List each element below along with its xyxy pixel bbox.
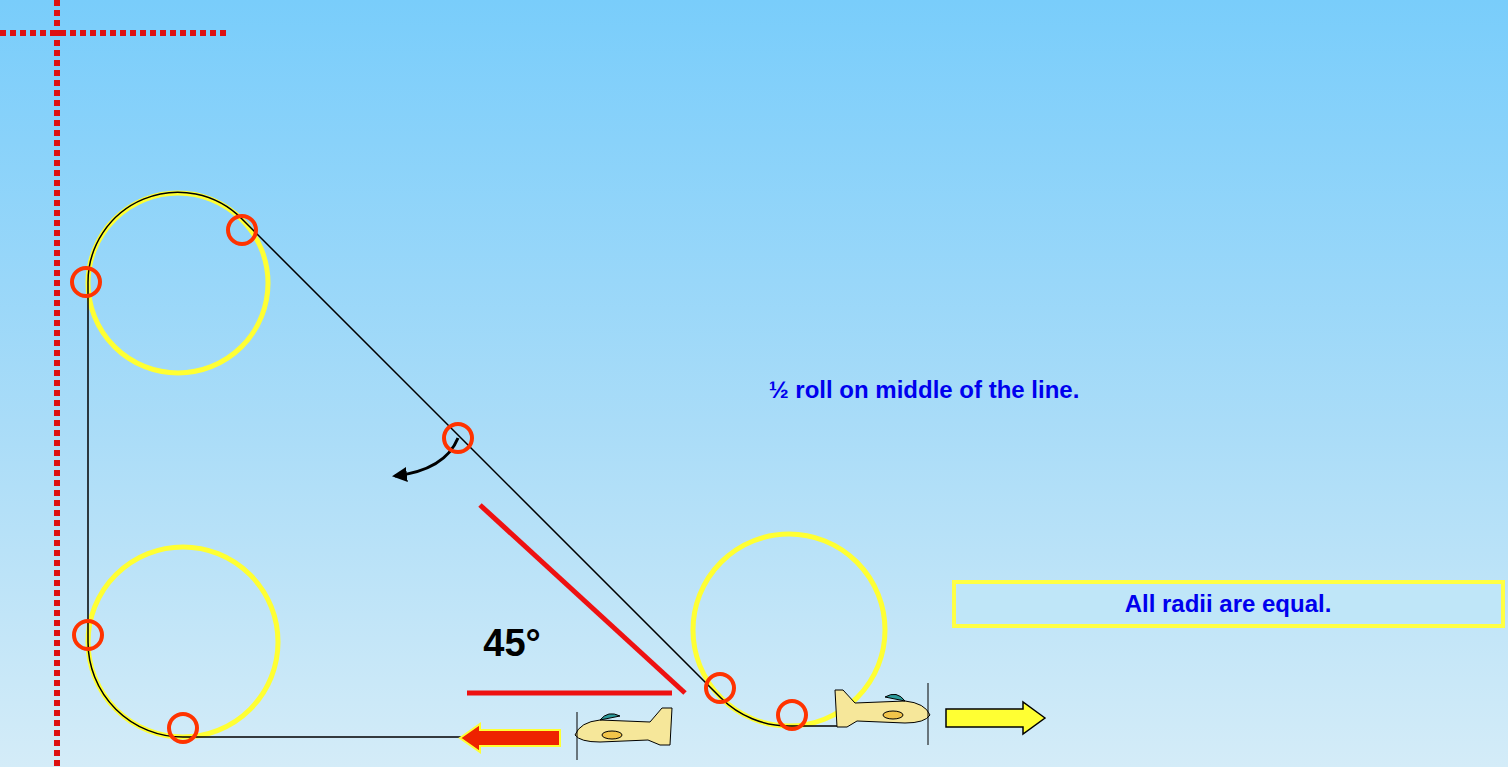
radius-circle xyxy=(88,193,268,373)
angle-line xyxy=(480,505,685,693)
note-text: ½ roll on middle of the line. xyxy=(769,376,1080,404)
note-text: All radii are equal. xyxy=(1125,590,1332,618)
radius-circle xyxy=(88,547,278,737)
angle-line xyxy=(467,691,672,696)
direction-arrow xyxy=(460,724,560,752)
airplane xyxy=(575,708,672,760)
marker-group xyxy=(72,216,806,742)
roll-arrow xyxy=(395,438,458,476)
direction-arrow xyxy=(946,702,1045,734)
airplane xyxy=(835,683,930,745)
boundary-line xyxy=(54,0,60,767)
radius-circle xyxy=(693,534,885,726)
boundary-line xyxy=(0,30,230,36)
flight-path xyxy=(88,192,840,737)
note-box: All radii are equal. xyxy=(952,580,1505,628)
angle-label: 45° xyxy=(483,622,540,665)
